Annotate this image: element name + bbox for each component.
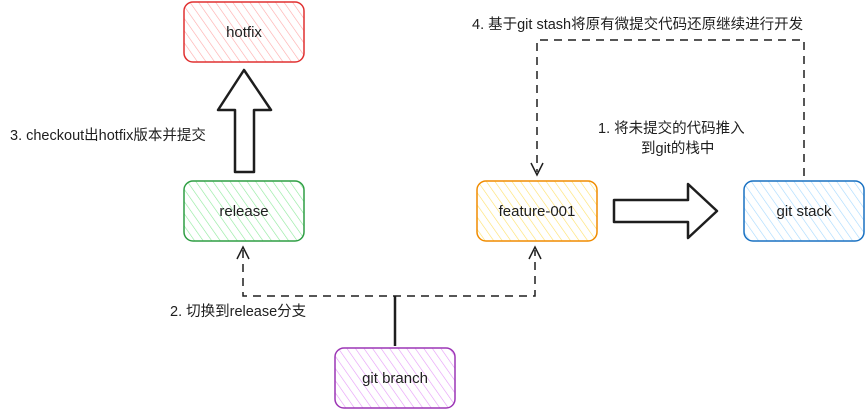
feature-to-stack-block-arrow bbox=[612, 182, 719, 240]
git-branch-box[interactable] bbox=[334, 347, 456, 409]
step1-label-line2: 到git的栈中 bbox=[641, 141, 715, 157]
step4-label: 4. 基于git stash将原有微提交代码还原继续进行开发 bbox=[472, 17, 804, 33]
release-node[interactable]: release bbox=[184, 181, 304, 241]
branch-to-feature-arrowhead bbox=[528, 245, 542, 260]
git-branch-label: git branch bbox=[362, 369, 428, 387]
step2-label: 2. 切换到release分支 bbox=[170, 304, 307, 320]
git-branch-node[interactable]: git branch bbox=[335, 348, 455, 408]
stack-to-feature-dashed-connector bbox=[536, 39, 805, 176]
git-stack-box[interactable] bbox=[743, 180, 865, 242]
stack-to-feature-arrowhead bbox=[530, 162, 544, 177]
step3-label: 3. checkout出hotfix版本并提交 bbox=[10, 128, 206, 144]
branch-to-release-arrowhead bbox=[236, 245, 250, 260]
feature-001-box[interactable] bbox=[476, 180, 598, 242]
step1-label-line1: 1. 将未提交的代码推入 bbox=[598, 121, 745, 137]
hotfix-label: hotfix bbox=[226, 23, 262, 41]
feature-001-node[interactable]: feature-001 bbox=[477, 181, 597, 241]
branch-dashed-connector bbox=[242, 250, 536, 297]
feature-001-label: feature-001 bbox=[498, 202, 576, 220]
git-stack-node[interactable]: git stack bbox=[744, 181, 864, 241]
release-label: release bbox=[219, 202, 269, 220]
hotfix-node[interactable]: hotfix bbox=[184, 2, 304, 62]
git-stack-label: git stack bbox=[776, 202, 832, 220]
release-box[interactable] bbox=[183, 180, 305, 242]
release-to-hotfix-block-arrow bbox=[216, 68, 273, 174]
hotfix-box[interactable] bbox=[183, 1, 305, 63]
